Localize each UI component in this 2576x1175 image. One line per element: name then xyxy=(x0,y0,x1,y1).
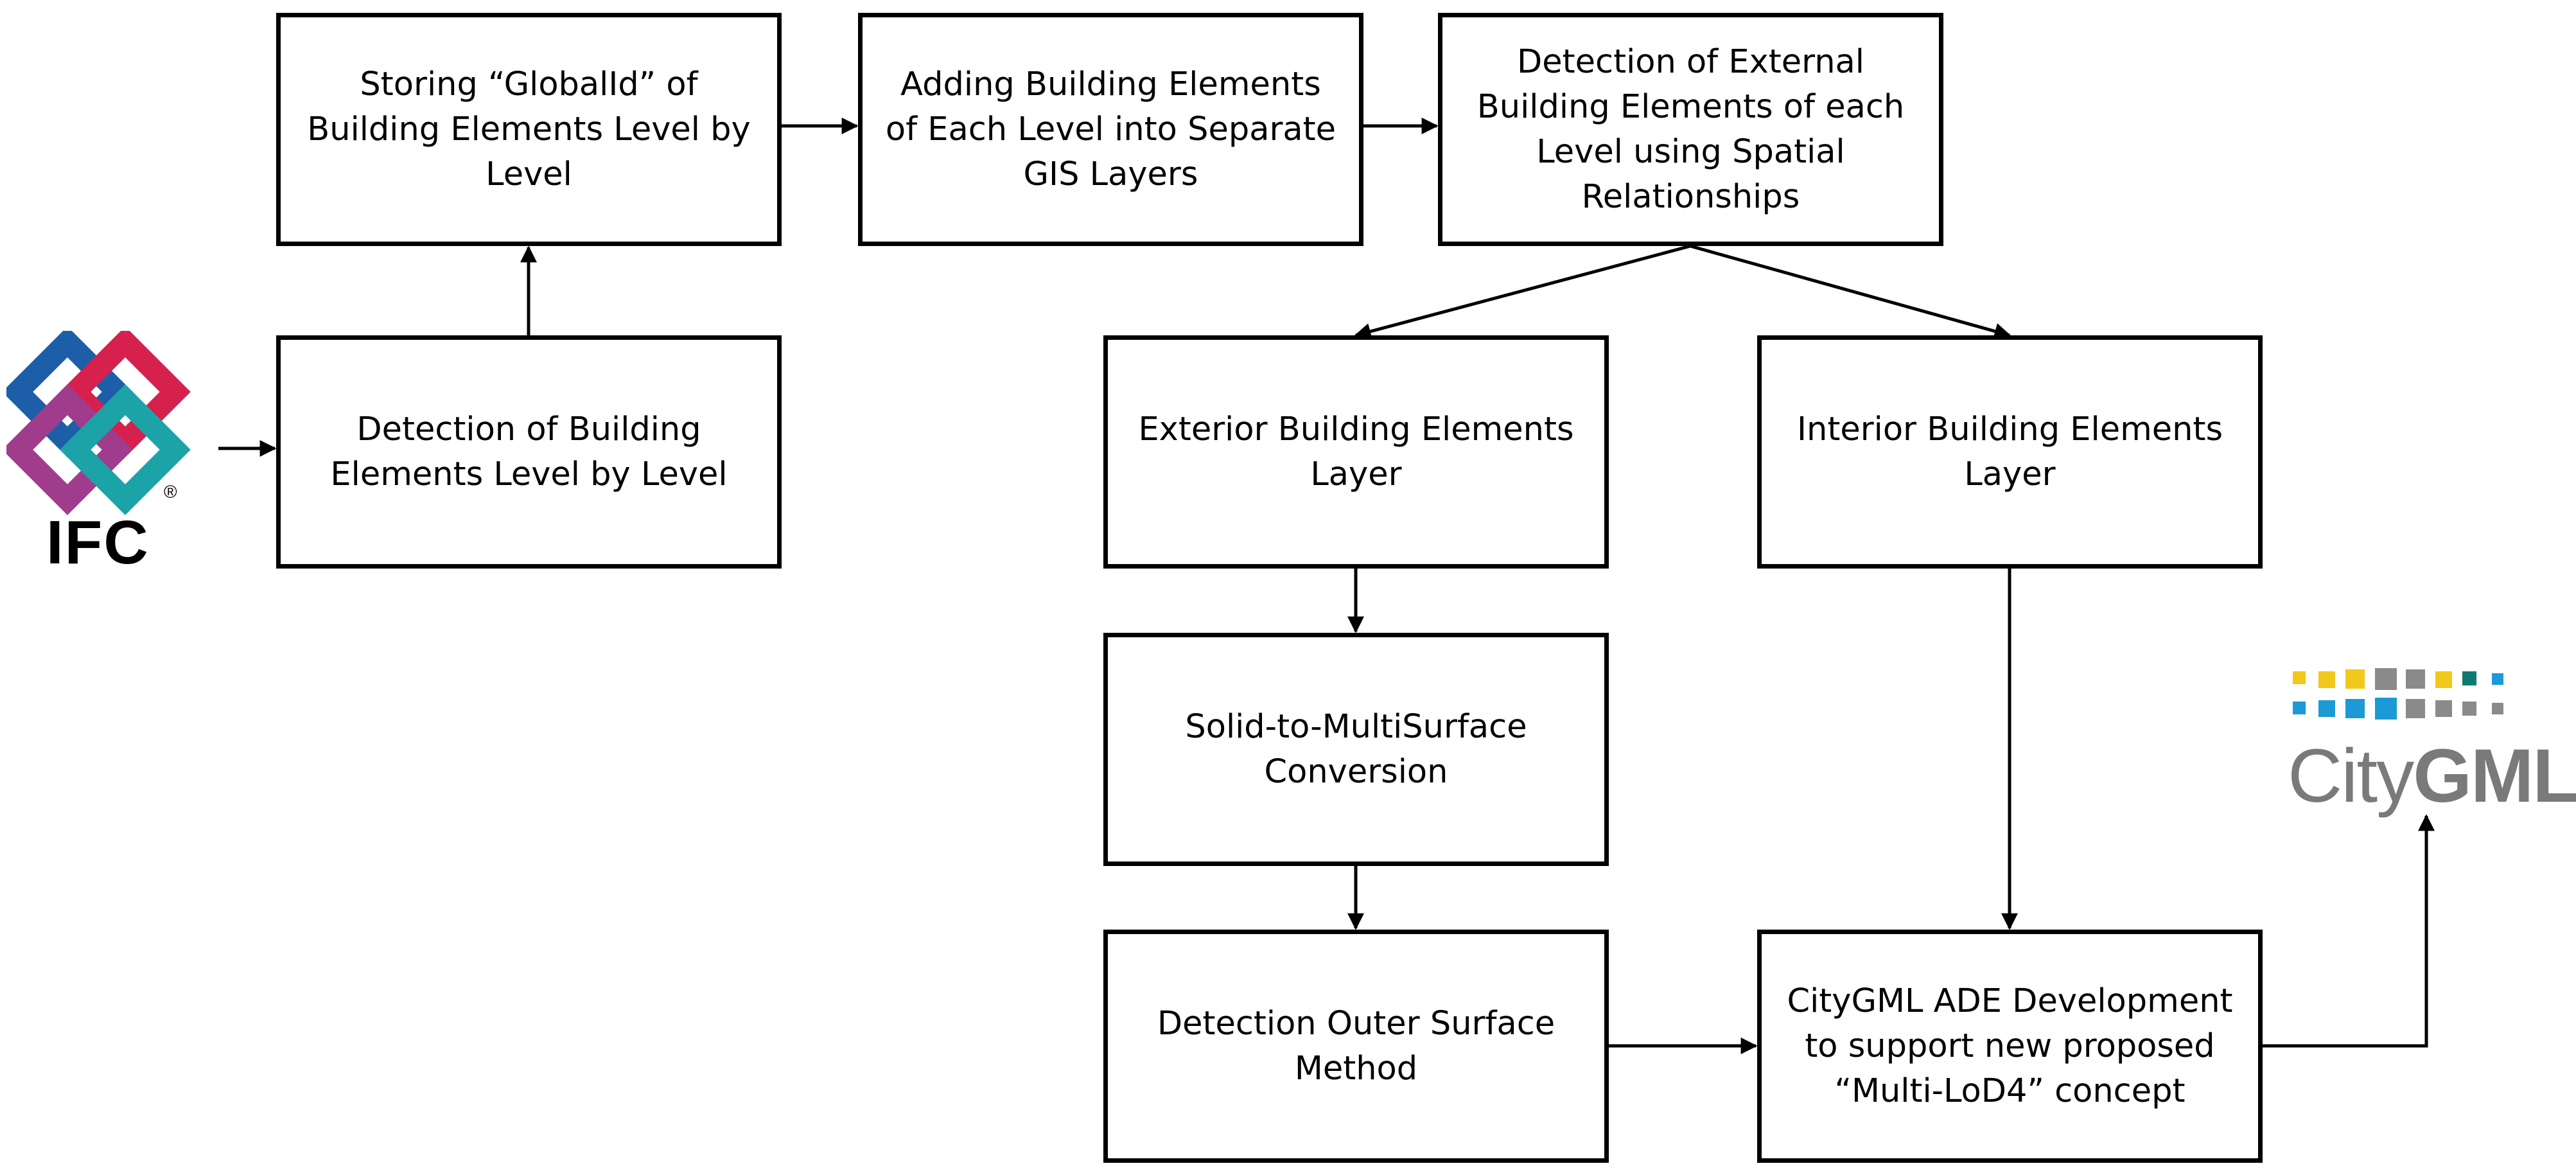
ifc-logo xyxy=(6,331,191,515)
interior-layer-box: Interior Building Elements Layer xyxy=(1757,335,2263,569)
storing-globalid-box: Storing “GlobalId” of Building Elements … xyxy=(276,13,782,246)
arrow-external-to-interior xyxy=(1690,244,2011,340)
arrow-external-to-exterior xyxy=(1354,244,1691,340)
citygml-ade-text: CityGML ADE Development to support new p… xyxy=(1787,982,2233,1110)
registered-mark: ® xyxy=(164,482,177,502)
exterior-layer-box: Exterior Building Elements Layer xyxy=(1103,335,1609,569)
detection-outer-text: Detection Outer Surface Method xyxy=(1157,1004,1555,1088)
solid-to-multisurface-box: Solid-to-MultiSurface Conversion xyxy=(1103,633,1609,866)
arrow-ade-to-citygml xyxy=(2263,814,2435,1048)
citygml-logo-gml: GML xyxy=(2413,734,2576,818)
ifc-logo-text: IFC xyxy=(46,508,150,577)
storing-globalid-text: Storing “GlobalId” of Building Elements … xyxy=(307,65,751,193)
citygml-logo-mark xyxy=(2293,668,2503,720)
solid-to-multisurface-text: Solid-to-MultiSurface Conversion xyxy=(1185,707,1527,791)
citygml-ade-box: CityGML ADE Development to support new p… xyxy=(1757,930,2263,1163)
exterior-layer-text: Exterior Building Elements Layer xyxy=(1138,410,1574,493)
citygml-logo-city: City xyxy=(2288,734,2414,818)
detection-building-box: Detection of Building Elements Level by … xyxy=(276,335,782,569)
citygml-logo-text: CityGML xyxy=(2288,732,2576,820)
detection-building-text: Detection of Building Elements Level by … xyxy=(330,410,728,493)
adding-elements-text: Adding Building Elements of Each Level i… xyxy=(885,65,1336,193)
detection-external-text: Detection of External Building Elements … xyxy=(1476,42,1905,216)
interior-layer-text: Interior Building Elements Layer xyxy=(1796,410,2223,493)
detection-external-box: Detection of External Building Elements … xyxy=(1438,13,1943,246)
adding-elements-box: Adding Building Elements of Each Level i… xyxy=(858,13,1363,246)
detection-outer-box: Detection Outer Surface Method xyxy=(1103,930,1609,1163)
